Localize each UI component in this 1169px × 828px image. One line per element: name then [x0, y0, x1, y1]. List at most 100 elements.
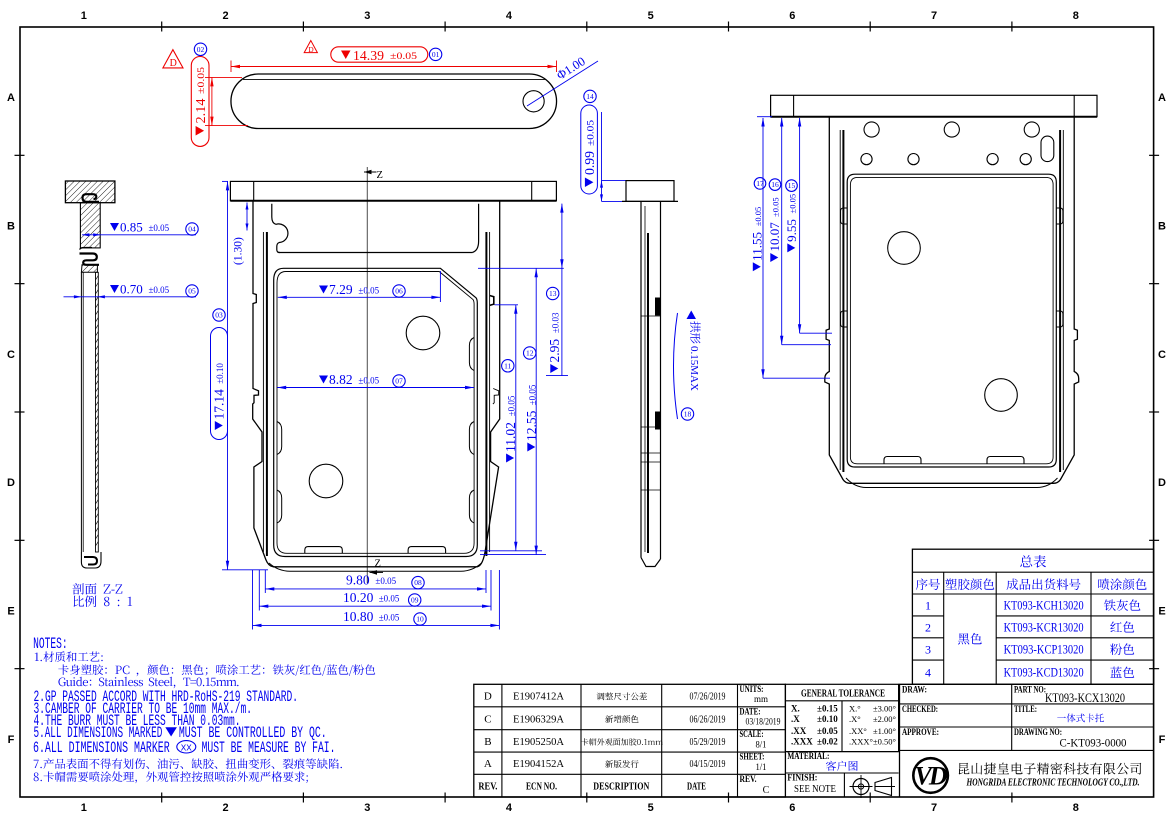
svg-text:±0.05: ±0.05: [148, 223, 169, 233]
svg-text:07/26/2019: 07/26/2019: [690, 692, 726, 703]
svg-text:D: D: [308, 45, 314, 54]
svg-text:E1906329A: E1906329A: [513, 713, 564, 725]
svg-text:A: A: [1158, 92, 1166, 104]
svg-text:DRAWING NO:: DRAWING NO:: [1014, 728, 1062, 738]
svg-text:5: 5: [648, 802, 654, 814]
svg-text:E1904152A: E1904152A: [513, 758, 564, 770]
svg-text:DRAW:: DRAW:: [902, 686, 927, 696]
svg-text:±0.03: ±0.03: [551, 312, 561, 333]
svg-text:±0.05: ±0.05: [507, 395, 517, 416]
svg-text:KT093-KCD13020: KT093-KCD13020: [1004, 666, 1084, 680]
svg-text:03/18/2019: 03/18/2019: [746, 717, 781, 727]
svg-text:D: D: [170, 58, 177, 69]
svg-text:5: 5: [648, 10, 654, 22]
svg-text:06/26/2019: 06/26/2019: [690, 714, 726, 725]
svg-text:E1905250A: E1905250A: [513, 736, 564, 748]
svg-text:.XXX: .XXX: [791, 737, 813, 747]
svg-text:06: 06: [395, 287, 403, 296]
svg-text:.XX: .XX: [791, 726, 807, 736]
svg-text:APPROVE:: APPROVE:: [902, 728, 939, 738]
svg-text:C-KT093-0000: C-KT093-0000: [1060, 736, 1127, 750]
svg-text:16: 16: [771, 180, 779, 189]
svg-text:MUST BE CONTROLLED BY QC.: MUST BE CONTROLLED BY QC.: [179, 724, 327, 742]
svg-text:±0.50°: ±0.50°: [873, 737, 896, 747]
svg-text:±0.05: ±0.05: [358, 286, 379, 296]
svg-text:B: B: [484, 736, 491, 748]
svg-text:03: 03: [215, 311, 223, 320]
svg-text:±0.05: ±0.05: [197, 67, 207, 94]
svg-text:MATERIAL:: MATERIAL:: [787, 752, 829, 762]
svg-text:14: 14: [586, 92, 594, 101]
svg-text:B: B: [1158, 221, 1166, 233]
svg-text:5.ALL DIMENSIONS MARKED: 5.ALL DIMENSIONS MARKED: [34, 724, 163, 742]
svg-text:A: A: [484, 758, 492, 770]
svg-text:±0.05: ±0.05: [148, 285, 169, 295]
svg-text:DATE: DATE: [687, 782, 706, 793]
svg-text:±0.05: ±0.05: [390, 52, 417, 62]
svg-text:9.55: 9.55: [784, 219, 799, 242]
svg-text:±1.00°: ±1.00°: [873, 726, 896, 736]
svg-text:4: 4: [925, 666, 931, 680]
svg-text:2: 2: [222, 10, 228, 22]
svg-text:01: 01: [432, 50, 440, 59]
svg-text:12: 12: [526, 349, 534, 358]
svg-text:05/29/2019: 05/29/2019: [690, 737, 726, 748]
svg-text:14.39: 14.39: [353, 49, 384, 64]
svg-text:10.20: 10.20: [343, 590, 374, 605]
svg-text:3: 3: [364, 802, 370, 814]
svg-text:A: A: [7, 92, 15, 104]
svg-text:2: 2: [222, 802, 228, 814]
svg-text:±0.15: ±0.15: [817, 704, 838, 714]
svg-text:REV.: REV.: [740, 774, 757, 784]
svg-text:FINISH:: FINISH:: [787, 774, 817, 784]
svg-text:11: 11: [504, 361, 511, 370]
svg-text:KT093-KCH13020: KT093-KCH13020: [1004, 598, 1084, 612]
svg-text:KT093-KCR13020: KT093-KCR13020: [1004, 620, 1084, 634]
svg-text:±0.05: ±0.05: [788, 194, 798, 214]
svg-text:04/15/2019: 04/15/2019: [690, 759, 726, 770]
svg-text:8/1: 8/1: [756, 740, 767, 750]
svg-text:6: 6: [789, 10, 795, 22]
svg-text:3.CAMBER OF CARRIER TO BE 10mm: 3.CAMBER OF CARRIER TO BE 10mm MAX./m.: [34, 700, 253, 718]
svg-text:2.14: 2.14: [194, 99, 209, 124]
svg-text:F: F: [1159, 734, 1166, 746]
svg-text:0.85: 0.85: [120, 220, 143, 235]
svg-text:±0.10: ±0.10: [215, 363, 225, 384]
svg-text:TITLE:: TITLE:: [1014, 705, 1037, 715]
svg-text:2.GP PASSED ACCORD WITH HRD-Ro: 2.GP PASSED ACCORD WITH HRD-RoHS-219 STA…: [34, 688, 299, 706]
svg-text:2.95: 2.95: [547, 339, 562, 363]
svg-text:GENERAL TOLERANCE: GENERAL TOLERANCE: [801, 689, 885, 700]
svg-text:7: 7: [931, 10, 937, 22]
svg-text:XX: XX: [181, 743, 192, 754]
svg-text:3: 3: [925, 642, 931, 656]
svg-text:C: C: [7, 349, 15, 361]
svg-text:6: 6: [789, 802, 795, 814]
svg-text:CHECKED:: CHECKED:: [902, 705, 938, 715]
svg-text:SEE NOTE: SEE NOTE: [794, 784, 836, 795]
svg-text:D: D: [1158, 477, 1166, 489]
svg-text:±0.05: ±0.05: [528, 384, 538, 405]
svg-text:05: 05: [188, 287, 196, 296]
svg-text:±0.05: ±0.05: [817, 726, 838, 736]
svg-text:4: 4: [506, 802, 513, 814]
svg-text:8: 8: [1073, 10, 1079, 22]
svg-text:DESCRIPTION: DESCRIPTION: [593, 782, 650, 793]
svg-text:11.55: 11.55: [750, 232, 765, 261]
svg-text:3: 3: [364, 10, 370, 22]
svg-text:7.29: 7.29: [329, 282, 353, 297]
svg-text:X.: X.: [791, 704, 800, 714]
svg-text:.XXX°: .XXX°: [849, 737, 873, 747]
svg-text:7: 7: [931, 802, 937, 814]
svg-text:±0.05: ±0.05: [771, 197, 781, 217]
svg-text:E1907412A: E1907412A: [513, 691, 564, 703]
svg-text:1/1: 1/1: [756, 762, 767, 772]
svg-text:±3.00°: ±3.00°: [873, 704, 896, 714]
svg-text:KT093-KCX13020: KT093-KCX13020: [1045, 691, 1125, 705]
svg-text:6.ALL DIMENSIONS MARKER: 6.ALL DIMENSIONS MARKER: [33, 739, 170, 757]
svg-text:±0.05: ±0.05: [379, 613, 400, 623]
svg-text:DATE:: DATE:: [740, 707, 761, 717]
svg-text:Z: Z: [375, 559, 381, 570]
svg-text:4: 4: [506, 10, 513, 22]
svg-text:2: 2: [925, 620, 931, 634]
svg-text:9.80: 9.80: [346, 573, 370, 588]
